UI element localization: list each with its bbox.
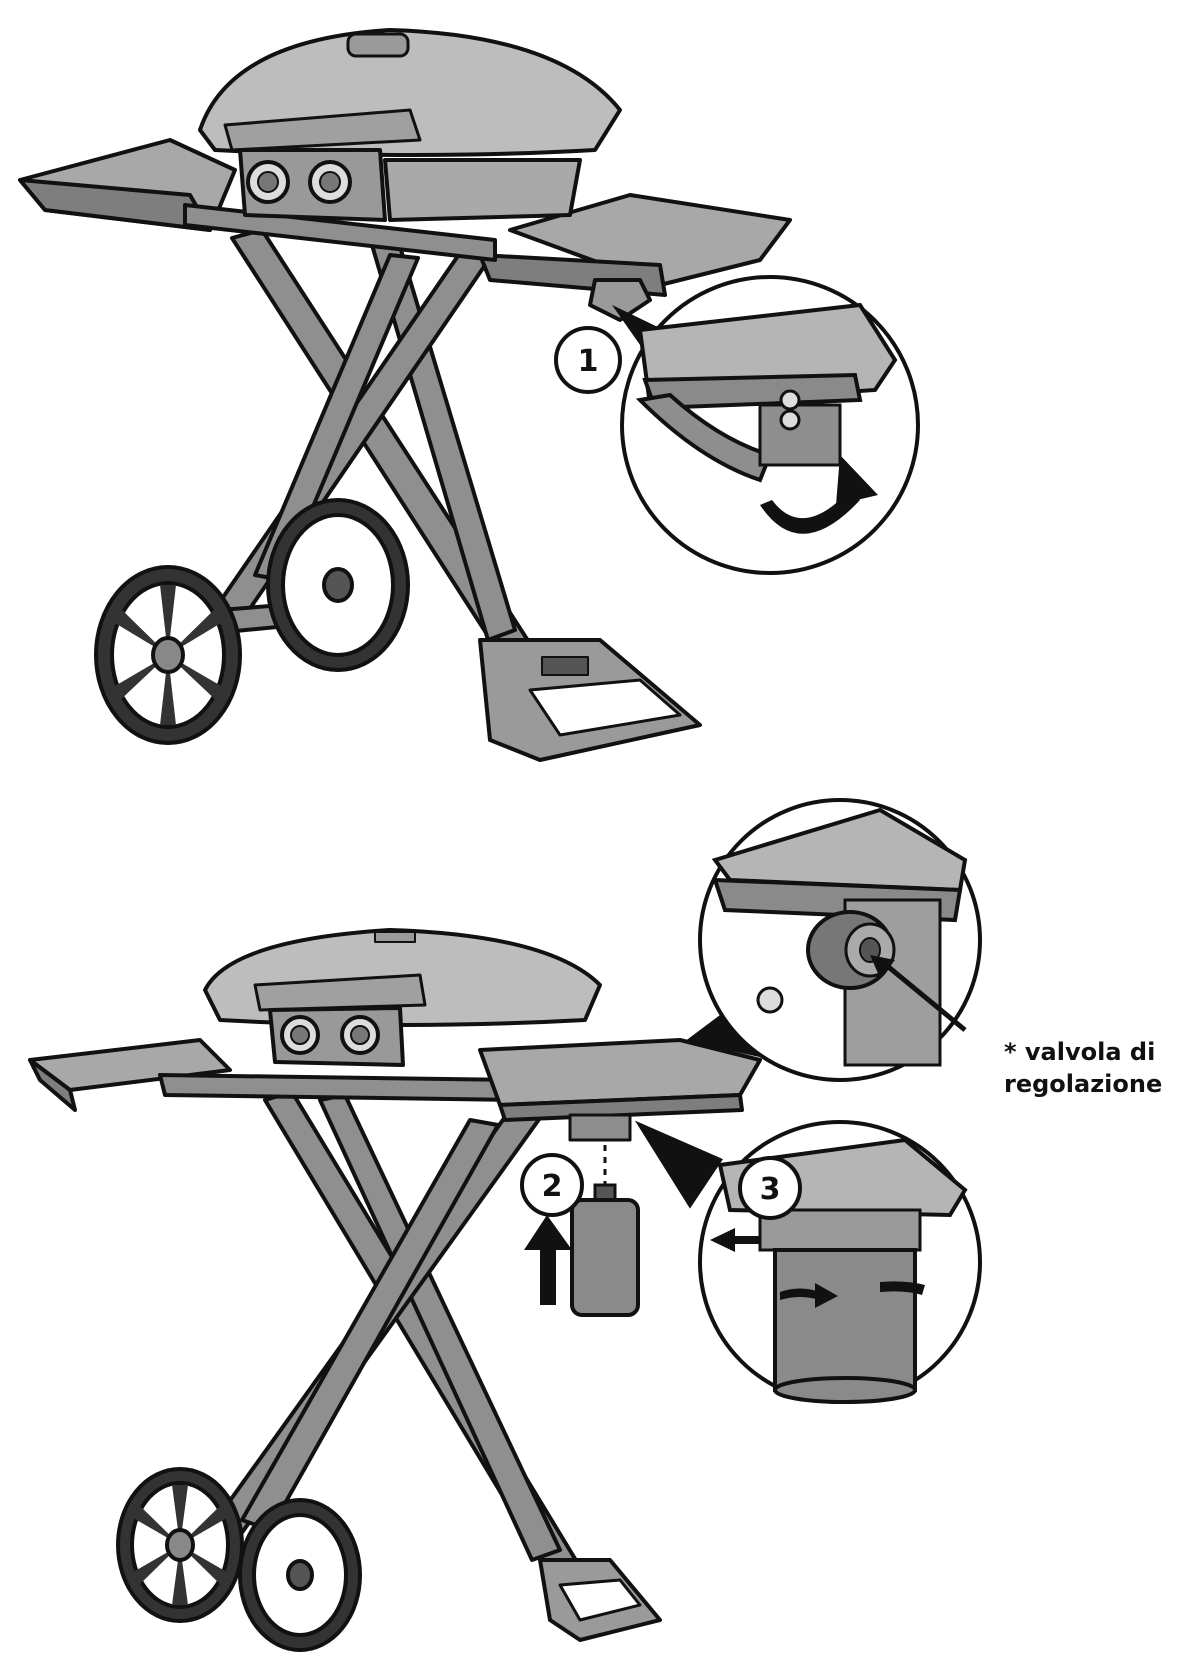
grill-bottom-side-tables bbox=[28, 1038, 762, 1122]
grill-top-bracket bbox=[588, 278, 652, 322]
up-arrow-icon bbox=[524, 1215, 572, 1305]
grill-top-illustration bbox=[18, 28, 792, 762]
detail-circle-1 bbox=[611, 275, 920, 575]
grill-bottom-wheel-front bbox=[116, 1467, 244, 1623]
grill-bottom-lid bbox=[203, 928, 602, 1027]
valve-callout-line1: * valvola di bbox=[1004, 1038, 1155, 1066]
rotate-arrow-icon bbox=[760, 455, 878, 534]
grill-bottom-control-panel bbox=[268, 1006, 405, 1067]
step-1-label: 1 bbox=[578, 344, 599, 379]
grill-top-control-panel bbox=[238, 148, 582, 222]
grill-bottom-legs bbox=[184, 1090, 602, 1610]
gas-canister bbox=[570, 1145, 640, 1317]
grill-top-side-table-left bbox=[18, 138, 237, 232]
detail-canister-pointer bbox=[634, 1120, 723, 1209]
grill-bottom-wheel-back bbox=[238, 1498, 362, 1652]
grill-top-foot-handle bbox=[478, 638, 702, 762]
step-1-badge: 1 bbox=[554, 326, 622, 394]
grill-top-side-table-right bbox=[478, 193, 792, 297]
left-arrow-icon bbox=[710, 1228, 760, 1252]
step-3-label: 3 bbox=[760, 1172, 781, 1207]
valve-callout-line2: regolazione bbox=[1004, 1070, 1162, 1098]
grill-top-crossbar bbox=[183, 203, 497, 262]
step-2-badge: 2 bbox=[520, 1153, 584, 1217]
grill-top-wheel-front bbox=[94, 565, 242, 745]
grill-top-lid bbox=[198, 28, 622, 157]
detail-circle-canister bbox=[634, 1120, 982, 1404]
grill-top-wheel-back bbox=[266, 498, 410, 672]
rotate-canister-icon bbox=[780, 1281, 925, 1308]
valve-callout: * valvola di regolazione bbox=[1004, 1038, 1162, 1098]
step-3-badge: 3 bbox=[738, 1156, 802, 1220]
detail-circle-valve bbox=[685, 798, 982, 1082]
grill-bottom-foot-handle bbox=[538, 1558, 662, 1642]
grill-bottom-illustration bbox=[28, 928, 762, 1652]
grill-bottom-cylinder-holder bbox=[568, 1113, 632, 1142]
step-2-label: 2 bbox=[542, 1169, 563, 1204]
